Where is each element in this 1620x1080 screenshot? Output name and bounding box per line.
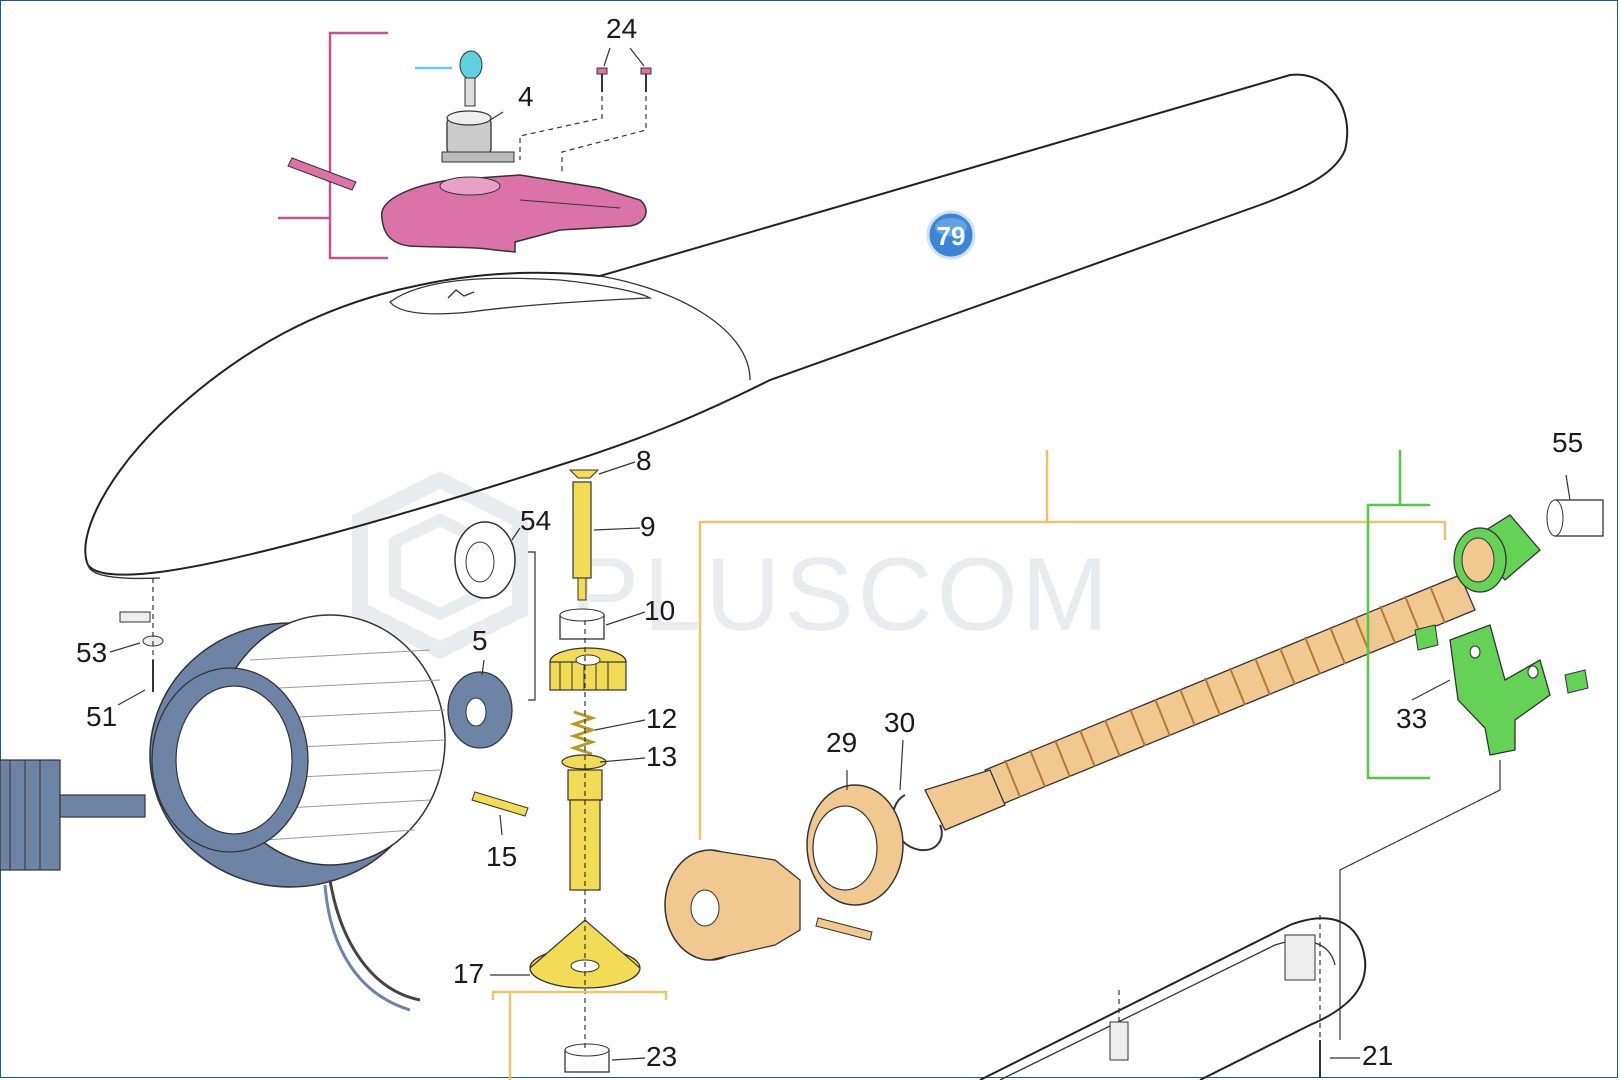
- bearing-29-part: [806, 784, 904, 906]
- motor-stator-part: [149, 614, 446, 1012]
- label-23: 23: [646, 1041, 677, 1072]
- pin-8-part: [568, 469, 600, 479]
- label-30: 30: [884, 707, 915, 738]
- lock-cylinder-part: [441, 110, 515, 163]
- gear-bracket-yellow: [491, 990, 668, 1080]
- label-21: 21: [1362, 1040, 1393, 1071]
- pin-peach-part: [815, 917, 873, 941]
- label-51: 51: [86, 701, 117, 732]
- label-12: 12: [646, 703, 677, 734]
- key-icon: [415, 50, 483, 107]
- bearing-5-part: [447, 671, 513, 749]
- housing-cover: [84, 73, 1349, 580]
- bushing-23-part: [564, 1043, 610, 1073]
- pin-15-part: [471, 791, 529, 817]
- part-labels: 4 5 8 9 10 12 13 15 17 21 23 24 29 30 33…: [76, 13, 1583, 1072]
- label-54: 54: [520, 505, 551, 536]
- label-4: 4: [518, 81, 534, 112]
- label-17: 17: [453, 958, 484, 989]
- leader-lines: [109, 111, 1571, 1061]
- bushing-10-part: [559, 608, 605, 640]
- base-housing-part: [979, 915, 1367, 1080]
- lead-screw-part: [924, 574, 1476, 831]
- label-33: 33: [1396, 703, 1427, 734]
- label-8: 8: [636, 445, 652, 476]
- label-24: 24: [606, 13, 637, 44]
- label-13: 13: [646, 741, 677, 772]
- lock-bracket-pink: [278, 31, 388, 260]
- drive-nut-part: [1453, 514, 1541, 593]
- bevel-gear-peach-part: [664, 849, 801, 961]
- bushing-55-part: [1546, 499, 1604, 537]
- gear-11-part: [549, 647, 627, 691]
- screw-53-part: [119, 578, 164, 692]
- bearing-54-part: [454, 521, 516, 599]
- spring-12-part: [569, 710, 597, 756]
- label-9: 9: [640, 511, 656, 542]
- lock-pin-part: [287, 157, 357, 191]
- screw-pair-part: [519, 47, 652, 175]
- nut-bracket-green: [1366, 450, 1430, 780]
- label-53: 53: [76, 637, 107, 668]
- label-5: 5: [472, 625, 488, 656]
- mounting-bracket-33-part: [1339, 624, 1589, 1040]
- spindle-13-part: [561, 754, 607, 891]
- label-29: 29: [826, 727, 857, 758]
- lock-plate-part: [381, 174, 647, 253]
- circlip-30-part: [892, 794, 943, 852]
- motor-rotor-part: [0, 759, 146, 871]
- screw-shaft-bracket-yellow: [698, 450, 1447, 840]
- label-15: 15: [486, 841, 517, 872]
- watermark-text: PLUSCOM: [570, 537, 1112, 653]
- badge-number: 79: [937, 221, 966, 251]
- label-55: 55: [1552, 427, 1583, 458]
- shaft-9-part: [572, 481, 592, 601]
- label-10: 10: [644, 595, 675, 626]
- reference-badge-79: 79: [926, 210, 976, 260]
